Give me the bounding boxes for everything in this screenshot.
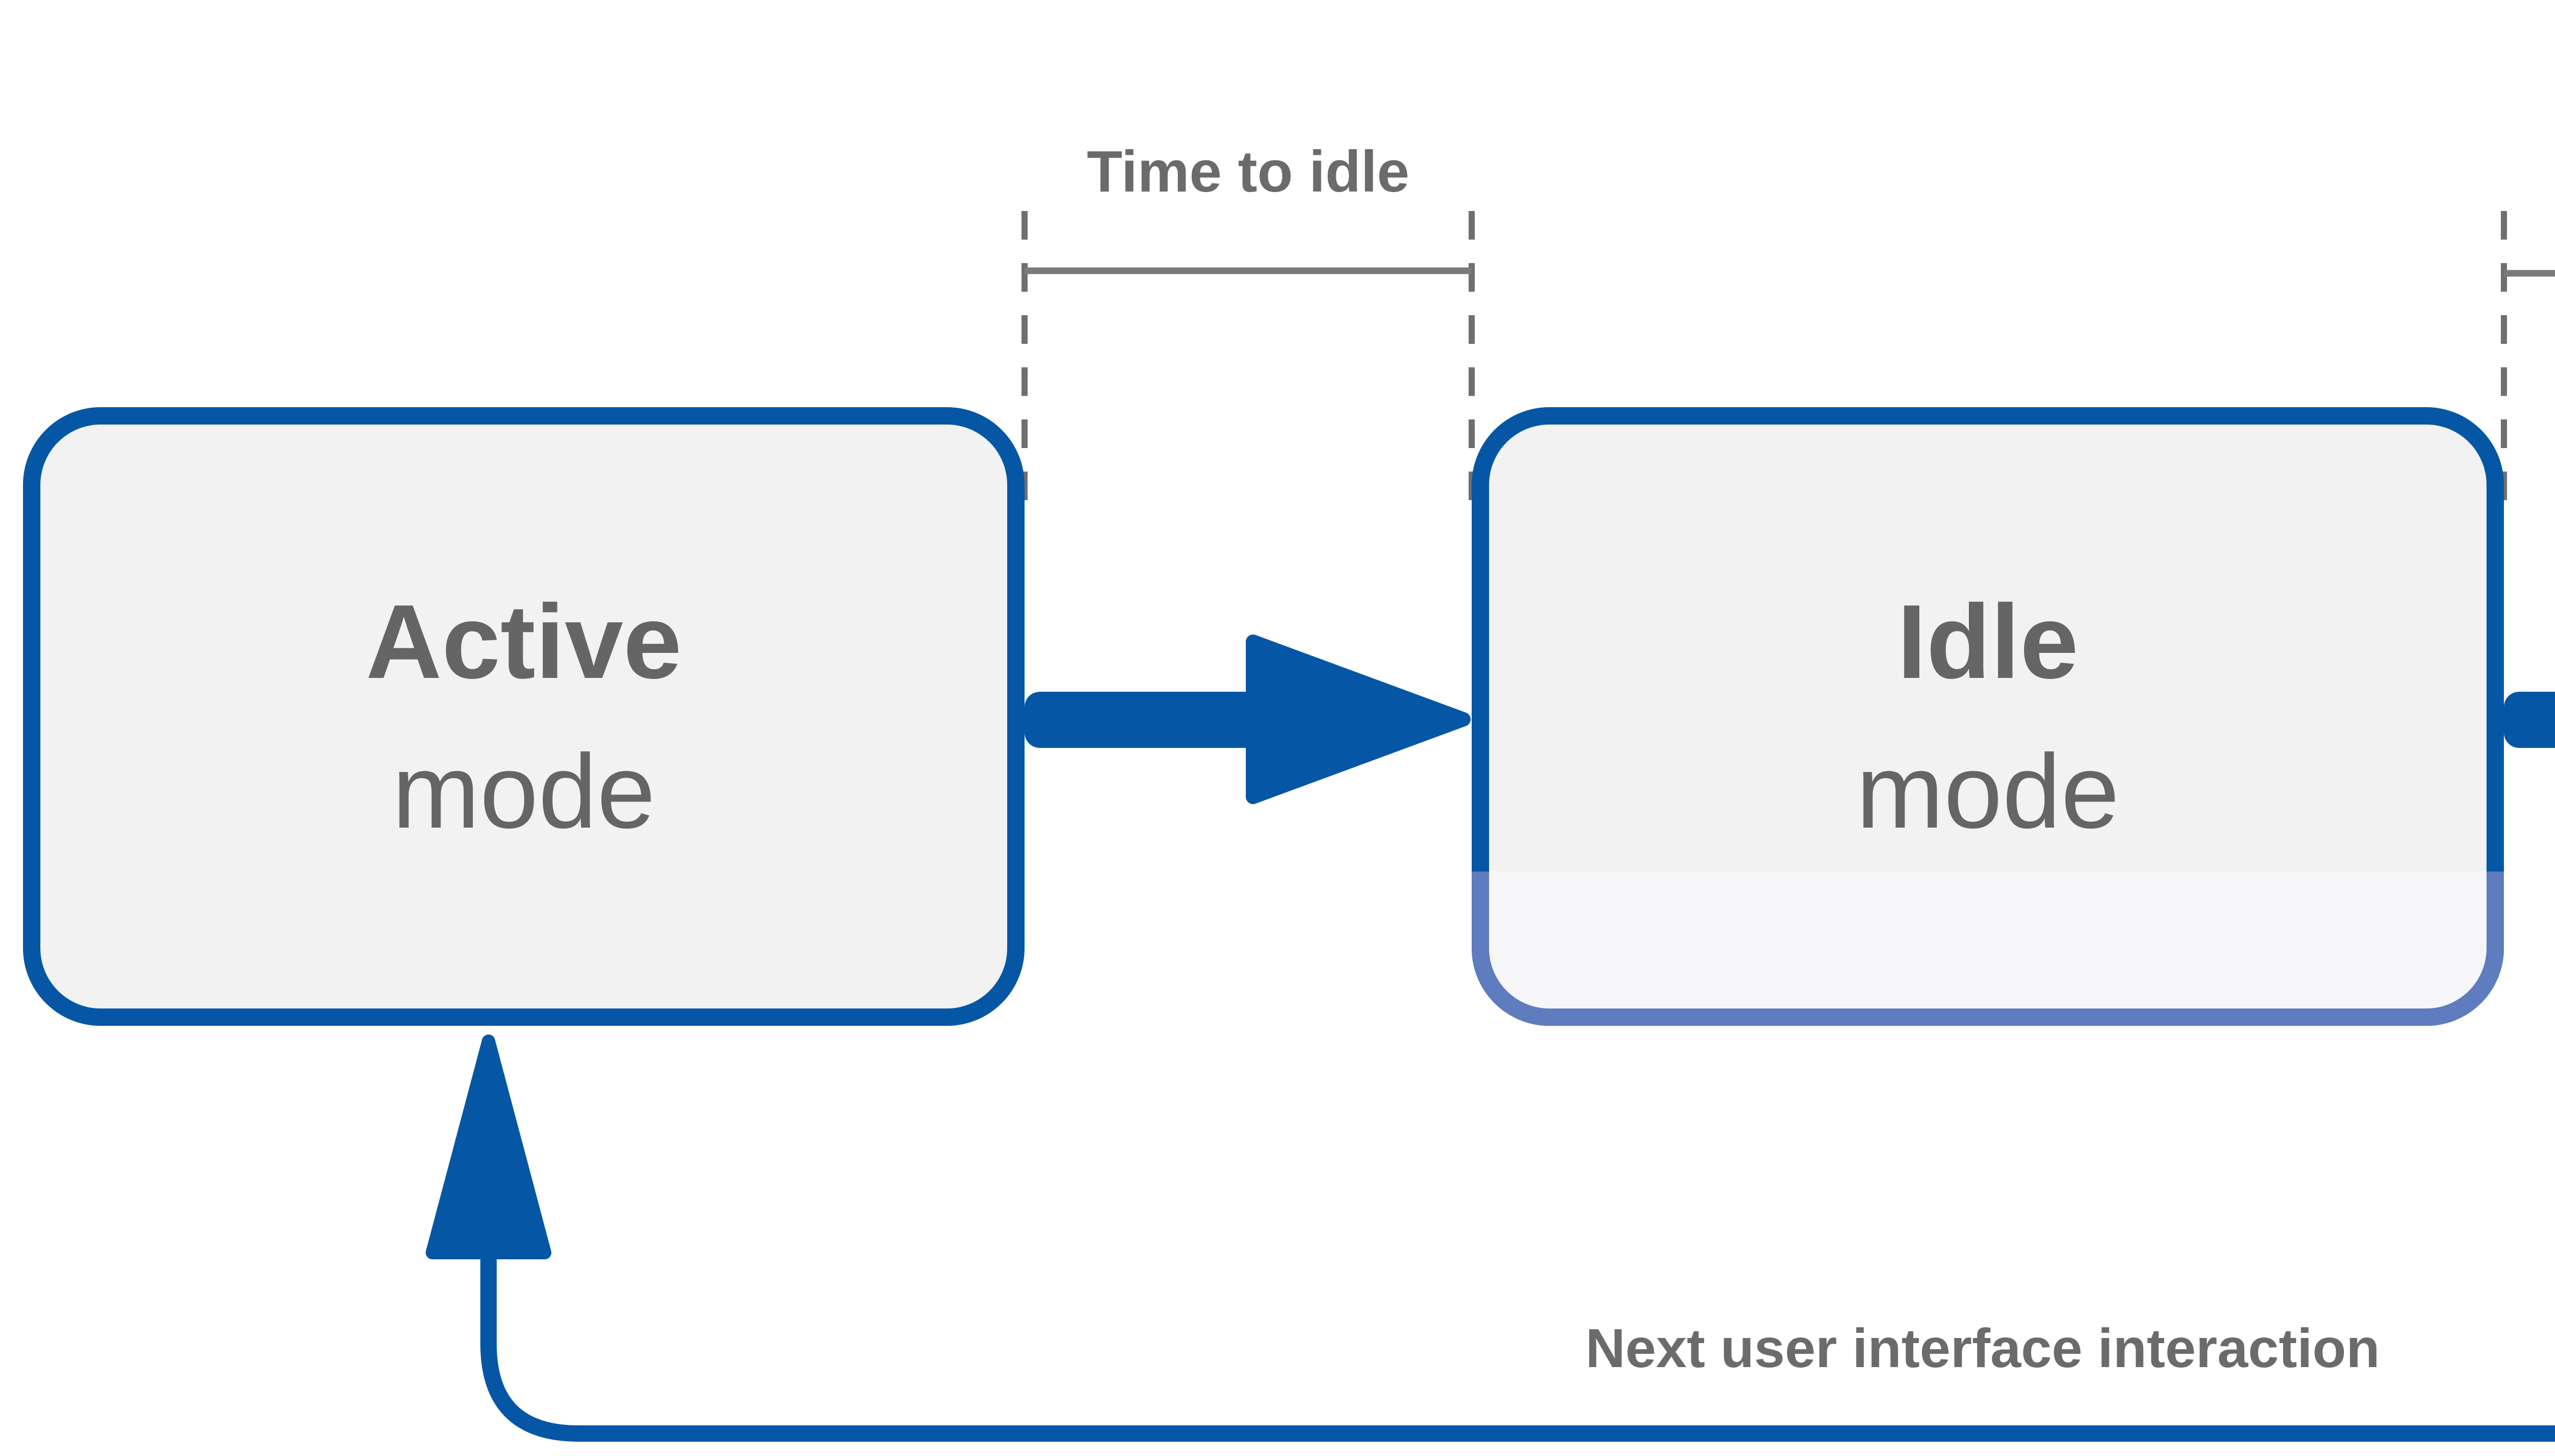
return-path [480, 1251, 2555, 1442]
label-time-to-standby: Time to standby [2504, 46, 2555, 207]
arrow-active-to-idle [1025, 635, 1471, 804]
fade-overlay-idle [1472, 872, 2504, 1026]
state-label-active-line1: Active [365, 582, 682, 700]
state-label-active: Active mode [23, 407, 1025, 1026]
state-label-idle: Idle mode [1472, 407, 2504, 1026]
state-label-active-line2: mode [392, 732, 656, 850]
return-arrowhead [426, 1035, 551, 1259]
state-label-idle-line2: mode [1856, 732, 2120, 850]
state-label-idle-line1: Idle [1897, 582, 2079, 700]
arrowhead-active-to-idle [1246, 635, 1471, 804]
label-time-to-idle: Time to idle [1086, 139, 1410, 204]
label-next-interaction: Next user interface interaction [1585, 1317, 2380, 1379]
state-box-active [23, 407, 1025, 1026]
arrow-idle-to-standby [2504, 692, 2555, 748]
